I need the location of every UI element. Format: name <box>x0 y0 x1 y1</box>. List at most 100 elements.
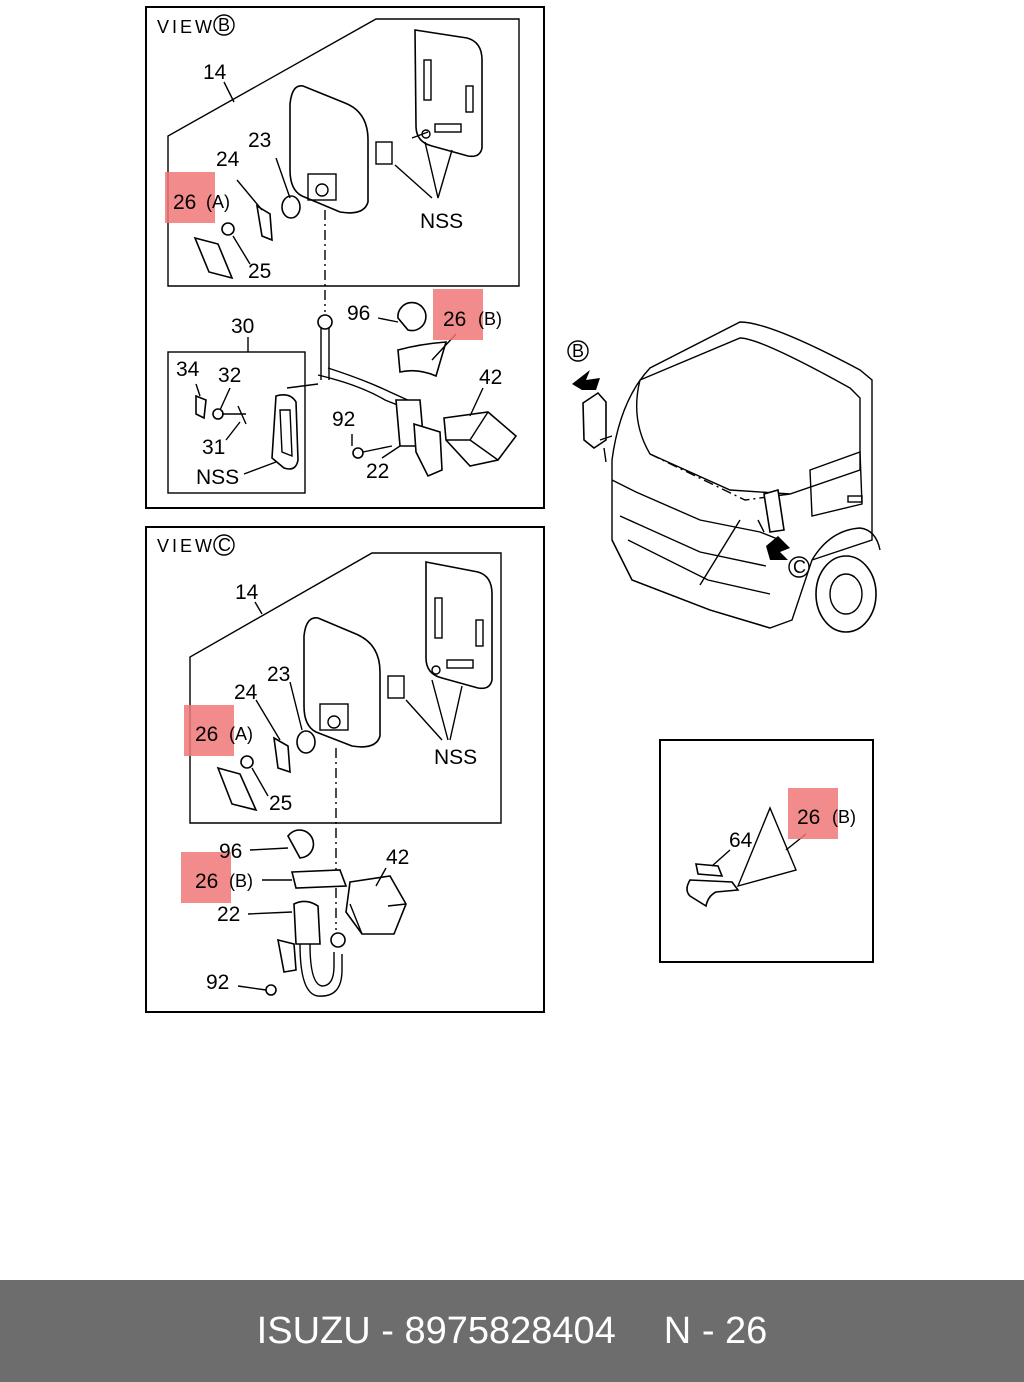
view-b-small-leaders-2 <box>195 383 277 475</box>
view-b-label-42: 42 <box>479 366 502 389</box>
view-c-housing-window <box>319 703 349 731</box>
footer-page-separator: - <box>701 1309 715 1352</box>
view-b-label-14: 14 <box>203 61 227 84</box>
view-b-part-92-bolt <box>352 447 364 459</box>
view-b-label-96: 96 <box>347 302 370 325</box>
view-c-part-26a-cover <box>216 766 258 812</box>
view-b-part-42-bracket <box>443 411 518 467</box>
view-c-screw-head <box>431 665 441 675</box>
view-c-rod <box>299 943 343 997</box>
view-c-title-circle <box>213 534 235 556</box>
view-b-part-23 <box>281 195 301 219</box>
view-b-lower-leaders <box>351 317 484 459</box>
truck-bumper <box>611 539 771 629</box>
view-c-mirror-box <box>189 552 502 824</box>
view-c-mirror-slot <box>475 619 484 647</box>
view-c-small-leaders <box>251 681 303 797</box>
truck-mirror-b <box>582 391 607 449</box>
truck-wheel-arch <box>811 527 881 561</box>
view-c-label-14: 14 <box>235 581 259 604</box>
view-b-14-leader <box>223 81 235 103</box>
view-c-14-leader <box>254 601 263 615</box>
view-b-part-96-cap <box>397 301 427 332</box>
view-b-rod-end <box>317 314 333 330</box>
view-b-label-26a-suffix: (A) <box>206 192 230 212</box>
view-c-label-24: 24 <box>234 681 258 704</box>
view-b-part-31 <box>222 405 247 425</box>
view-c-label-nss: NSS <box>434 746 477 769</box>
truck-marker-c-circle <box>788 556 810 578</box>
view-b-small-mirror-inner <box>279 409 293 458</box>
view-b-small-leaders <box>232 157 291 265</box>
view-b-rod <box>320 320 330 380</box>
view-b-mirror-slot <box>434 123 462 133</box>
view-b-housing-pivot <box>315 183 329 197</box>
footer-brand: ISUZU <box>256 1309 371 1352</box>
view-c-label-25: 25 <box>269 792 292 815</box>
view-b-mount-bracket <box>375 141 393 165</box>
view-c-nss-leaders <box>405 679 463 741</box>
view-b-screw-head <box>421 129 431 139</box>
view-b-small-mirror-box <box>167 351 306 494</box>
truck-mirror-side <box>763 488 785 533</box>
view-c-label-22: 22 <box>217 903 240 926</box>
truck-arrow-b <box>572 370 600 390</box>
view-b-small-mirror <box>271 394 299 470</box>
view-b-label-22: 22 <box>366 460 389 483</box>
view-b-part-26b-cover <box>397 341 448 378</box>
view-c-label-42: 42 <box>386 846 409 869</box>
detail-callout-wedge <box>736 806 797 888</box>
view-b-label-34: 34 <box>176 358 200 381</box>
view-b-label-30: 30 <box>231 315 254 338</box>
truck-door-window <box>809 451 863 517</box>
view-b-stay-bracket <box>413 422 443 478</box>
truck-marker-b-circle <box>567 340 589 362</box>
view-b-label-32: 32 <box>218 364 241 387</box>
view-c-rod-end <box>330 932 346 948</box>
truck-marker-b: B <box>572 341 584 361</box>
view-b-mirror-housing <box>289 85 369 214</box>
view-b-mirror-box <box>167 18 520 287</box>
view-b-part-26a-cover <box>193 236 234 280</box>
detail-highlight-26b <box>788 788 838 839</box>
view-c-label-26a: 26 <box>195 723 218 746</box>
view-b-label-24: 24 <box>216 148 240 171</box>
detail-part-26b <box>686 879 740 908</box>
view-c-part-23 <box>296 730 316 754</box>
view-c-mirror-slot <box>446 659 474 669</box>
truck-windshield <box>635 337 861 495</box>
view-c-title-marker: C <box>218 535 231 555</box>
view-b-label-nss: NSS <box>420 210 463 233</box>
view-c-part-25-screw <box>240 755 254 769</box>
footer-part-number: 8975828404 <box>404 1309 616 1352</box>
truck-door-handle <box>847 495 863 503</box>
view-b-part-24 <box>255 204 273 242</box>
view-b-mirror-slot <box>465 85 474 113</box>
view-c-stay-spring <box>293 900 321 945</box>
view-b-title-circle <box>213 14 235 36</box>
view-b-part-25-screw <box>221 222 235 236</box>
view-c-mount-bracket <box>387 675 405 699</box>
view-c-label-26b-suffix: (B) <box>229 871 253 891</box>
detail-part-64 <box>695 863 724 877</box>
footer-page-prefix: N <box>663 1309 692 1352</box>
truck-grille-lines <box>619 515 771 595</box>
truck-arrow-c <box>766 536 790 560</box>
view-c-part-92-bolt <box>265 984 277 996</box>
view-b-part-42-detail <box>446 411 499 461</box>
view-b-bolt-shank <box>362 445 393 453</box>
view-b-nss-leaders <box>394 141 453 199</box>
view-c-mirror-slot <box>434 597 443 639</box>
truck-grille-top <box>611 479 781 541</box>
view-c-part-26b-cover <box>290 869 348 889</box>
footer-page-number: 26 <box>725 1309 768 1352</box>
truck-marker-c: C <box>793 557 806 577</box>
truck-mirror-side-arm <box>757 519 765 533</box>
view-b-label-26a: 26 <box>173 191 196 214</box>
view-b-label-26b-suffix: (B) <box>478 309 502 329</box>
view-c-part-42-detail <box>349 903 407 935</box>
view-b-title: VIEW <box>157 17 215 37</box>
view-b-panel: VIEW B <box>145 6 545 509</box>
detail-panel: 64 26 (B) <box>659 739 874 963</box>
parts-diagram: VIEW B <box>145 6 881 1013</box>
